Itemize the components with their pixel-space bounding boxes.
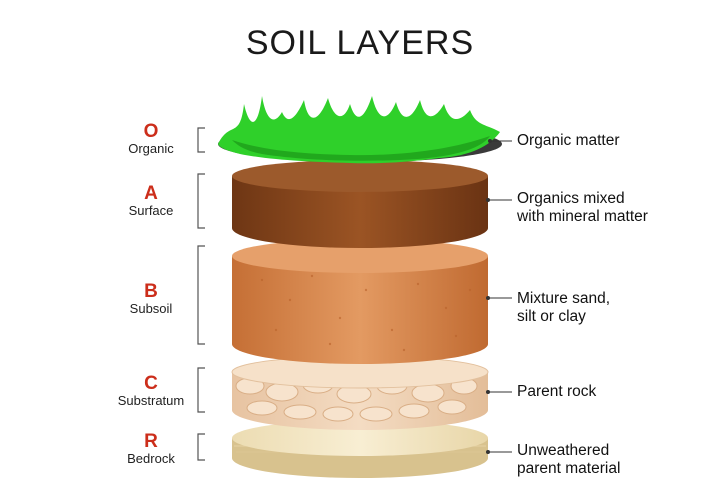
layer-name: Subsoil	[129, 300, 173, 316]
surface-layer	[232, 160, 488, 248]
organic-layer	[218, 96, 502, 164]
label-bedrock: R Bedrock	[96, 432, 206, 466]
layer-code: A	[144, 183, 158, 204]
diagram-title: SOIL LAYERS	[245, 24, 475, 62]
layer-code: C	[144, 373, 158, 394]
layer-code: O	[143, 121, 159, 142]
label-subsoil: B Subsoil	[96, 282, 206, 316]
desc-substratum: Parent rock	[517, 383, 597, 400]
desc-subsoil: Mixture sand, silt or clay	[517, 290, 611, 325]
label-substratum: C Substratum	[96, 374, 206, 408]
left-brackets	[197, 127, 205, 461]
desc-bedrock: Unweathered parent material	[517, 442, 621, 477]
leader-lines	[488, 140, 512, 453]
layer-name: Surface	[128, 202, 174, 218]
desc-surface: Organics mixed with mineral matter	[517, 190, 648, 225]
layer-code: B	[144, 281, 158, 302]
layer-name: Bedrock	[127, 450, 175, 466]
subsoil-layer	[232, 239, 488, 364]
bedrock-layer	[232, 420, 488, 478]
layer-code: R	[144, 431, 158, 452]
layer-name: Organic	[128, 140, 174, 156]
label-organic: O Organic	[96, 122, 206, 156]
label-surface: A Surface	[96, 184, 206, 218]
desc-organic: Organic matter	[517, 132, 620, 149]
layer-name: Substratum	[117, 392, 185, 408]
substratum-layer	[231, 355, 489, 430]
leader-dots	[486, 139, 492, 454]
